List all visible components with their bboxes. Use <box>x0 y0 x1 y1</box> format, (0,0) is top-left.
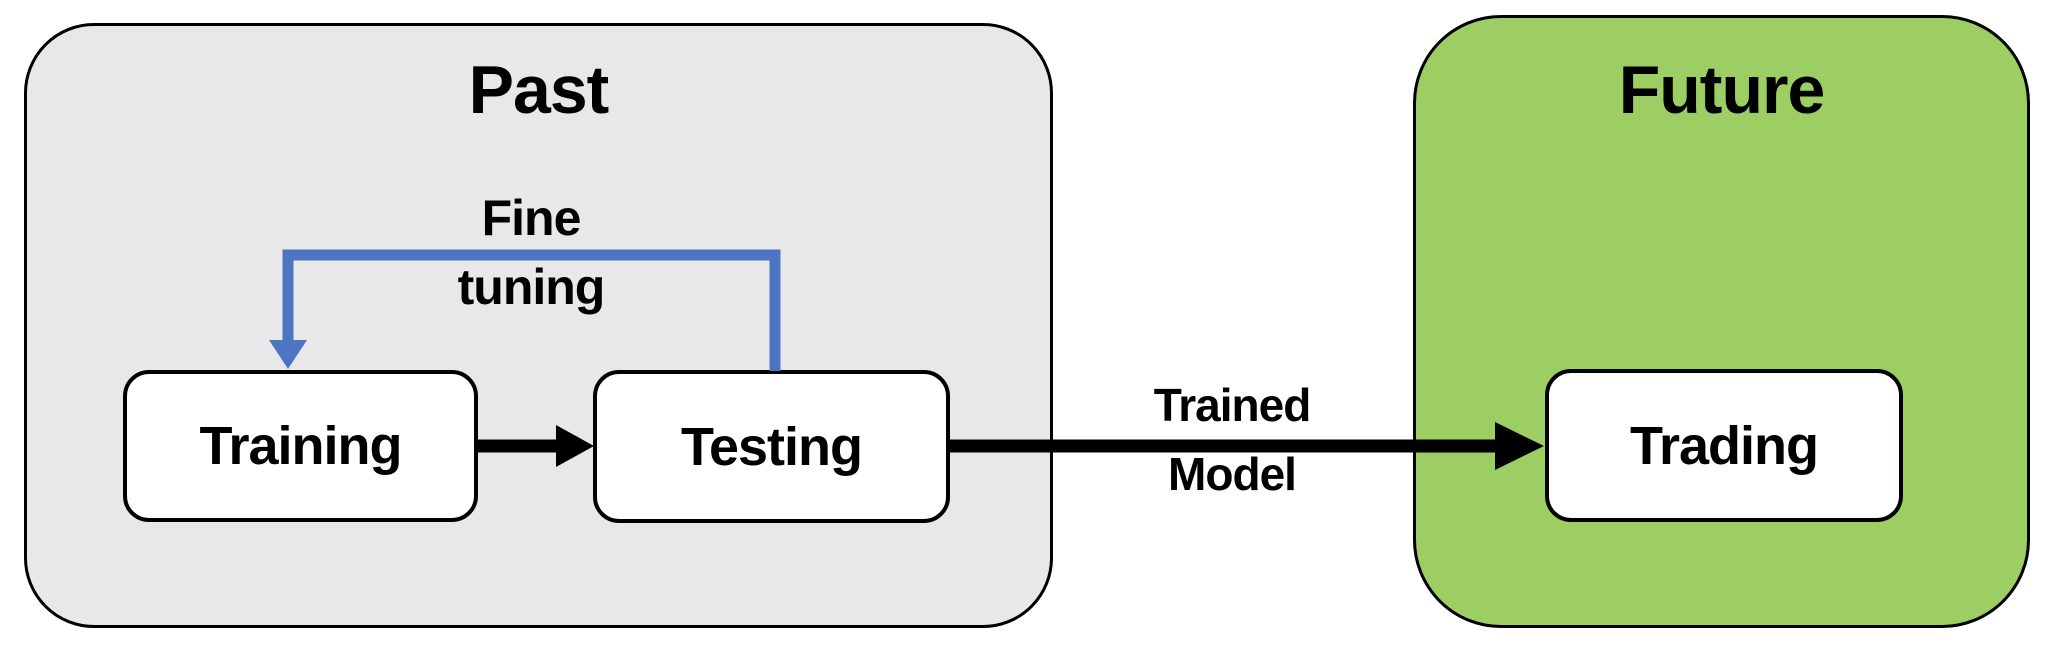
testing-label: Testing <box>681 416 863 477</box>
trained-model-label-line1: Trained <box>1153 379 1312 431</box>
past-title: Past <box>468 52 610 128</box>
training-label: Training <box>199 416 402 476</box>
trading-label: Trading <box>1629 415 1819 476</box>
fine-tuning-label-line2: tuning <box>457 259 606 315</box>
trained-model-label: Trained Model <box>1072 371 1392 509</box>
future-container: Future <box>1413 15 2030 628</box>
trading-node: Trading <box>1545 369 1903 522</box>
testing-node: Testing <box>593 370 950 523</box>
training-node: Training <box>123 370 478 522</box>
past-container: Past <box>24 23 1053 628</box>
fine-tuning-label-line1: Fine <box>481 190 582 246</box>
future-title: Future <box>1618 52 1826 128</box>
trained-model-label-line2: Model <box>1168 448 1297 500</box>
fine-tuning-label: Fine tuning <box>371 184 691 322</box>
